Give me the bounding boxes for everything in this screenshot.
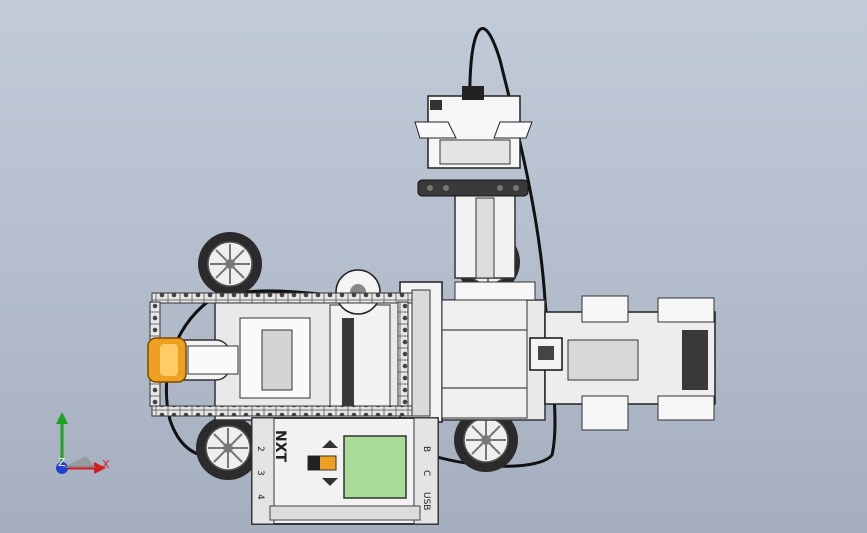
- front-roller: [147, 337, 239, 383]
- nxt-output-port-c: C: [421, 470, 431, 476]
- nxt-output-port-b: B: [421, 446, 431, 452]
- nxt-input-port-2: 2: [255, 446, 265, 452]
- chain-top: [151, 292, 413, 304]
- nxt-brick: [251, 417, 439, 525]
- wheel-top-left: [197, 231, 263, 297]
- axis-x-label: X: [102, 458, 110, 471]
- chain-right: [397, 301, 409, 407]
- nxt-label: NXT: [272, 430, 288, 463]
- sensor-arm: [417, 179, 529, 279]
- nxt-usb-port: USB: [421, 492, 431, 510]
- wheel-bottom-left: [195, 415, 261, 481]
- axis-z-label: Z: [58, 456, 66, 469]
- ultrasonic-sensor: [414, 86, 533, 169]
- nxt-input-port-3: 3: [255, 470, 265, 476]
- rear-gripper: [529, 295, 716, 431]
- nxt-input-port-4: 4: [255, 494, 265, 500]
- axis-y-label: Y: [57, 416, 65, 429]
- axis-triad: [56, 412, 106, 474]
- chain-bottom: [151, 405, 413, 417]
- chassis: [214, 269, 546, 423]
